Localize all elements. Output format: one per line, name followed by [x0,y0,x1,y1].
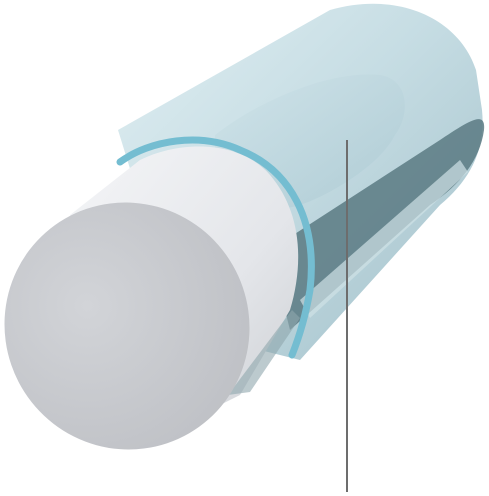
cylinder-illustration [0,0,489,496]
illustration-canvas [0,0,489,496]
